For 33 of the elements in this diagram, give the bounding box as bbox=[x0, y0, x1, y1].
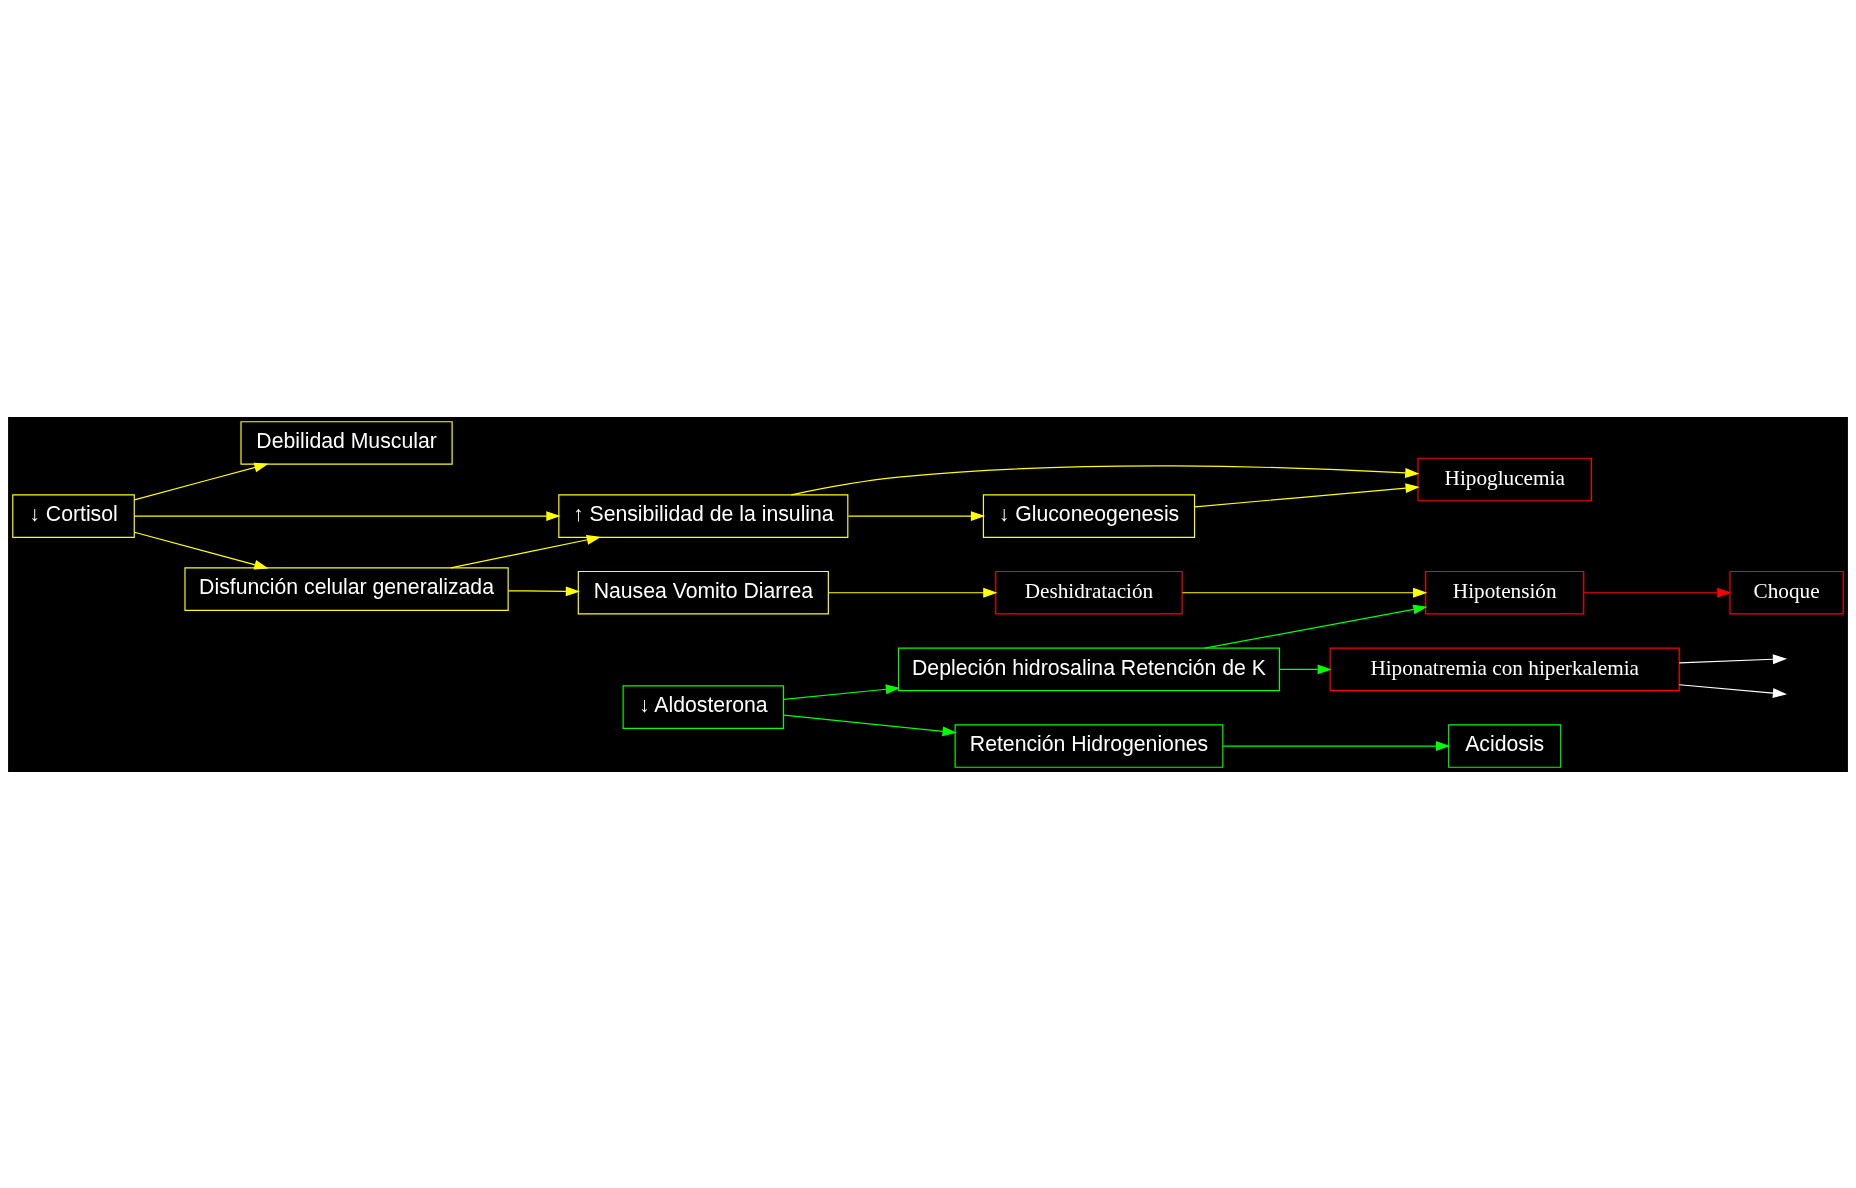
arrow bbox=[507, 585, 580, 596]
arrow bbox=[1279, 663, 1332, 674]
node-box: Retención Hidrogeniones bbox=[954, 723, 1224, 768]
node-box: ↓ Aldosterona bbox=[622, 684, 785, 729]
node-box: ↓ Gluconeogenesis bbox=[982, 493, 1196, 538]
node-box: Choque bbox=[1729, 570, 1844, 615]
arrow bbox=[847, 510, 986, 521]
node-box: Disfunción celular generalizada bbox=[184, 566, 509, 611]
arrow bbox=[1222, 740, 1451, 751]
node-box: Acidosis bbox=[1448, 723, 1562, 768]
arrow bbox=[133, 510, 561, 521]
arrow bbox=[1678, 683, 1788, 698]
arrow bbox=[1583, 587, 1732, 598]
node-box: Deshidratación bbox=[995, 570, 1183, 615]
node-box: Debilidad Muscular bbox=[240, 420, 453, 465]
arrow bbox=[790, 464, 1420, 495]
node-box: ↑ Sensibilidad de la insulina bbox=[558, 493, 849, 538]
arrow bbox=[450, 534, 601, 569]
arrow bbox=[783, 683, 900, 700]
arrow bbox=[827, 587, 998, 598]
node-box: Nausea Vomito Diarrea bbox=[577, 570, 829, 615]
arrow bbox=[1181, 587, 1428, 598]
arrow bbox=[1678, 653, 1788, 664]
node-box: Depleción hidrosalina Retención de K bbox=[897, 647, 1281, 691]
node-box: Hiponatremia con hiperkalemia bbox=[1329, 647, 1680, 691]
node-box: ↓ Cortisol bbox=[12, 493, 135, 538]
arrow bbox=[783, 714, 957, 736]
arrow bbox=[133, 531, 269, 569]
arrow bbox=[133, 462, 269, 501]
arrow bbox=[1204, 604, 1428, 649]
node-box: Hipoglucemia bbox=[1417, 457, 1592, 501]
arrow bbox=[1194, 482, 1420, 507]
node-box: Hipotensión bbox=[1425, 570, 1585, 615]
